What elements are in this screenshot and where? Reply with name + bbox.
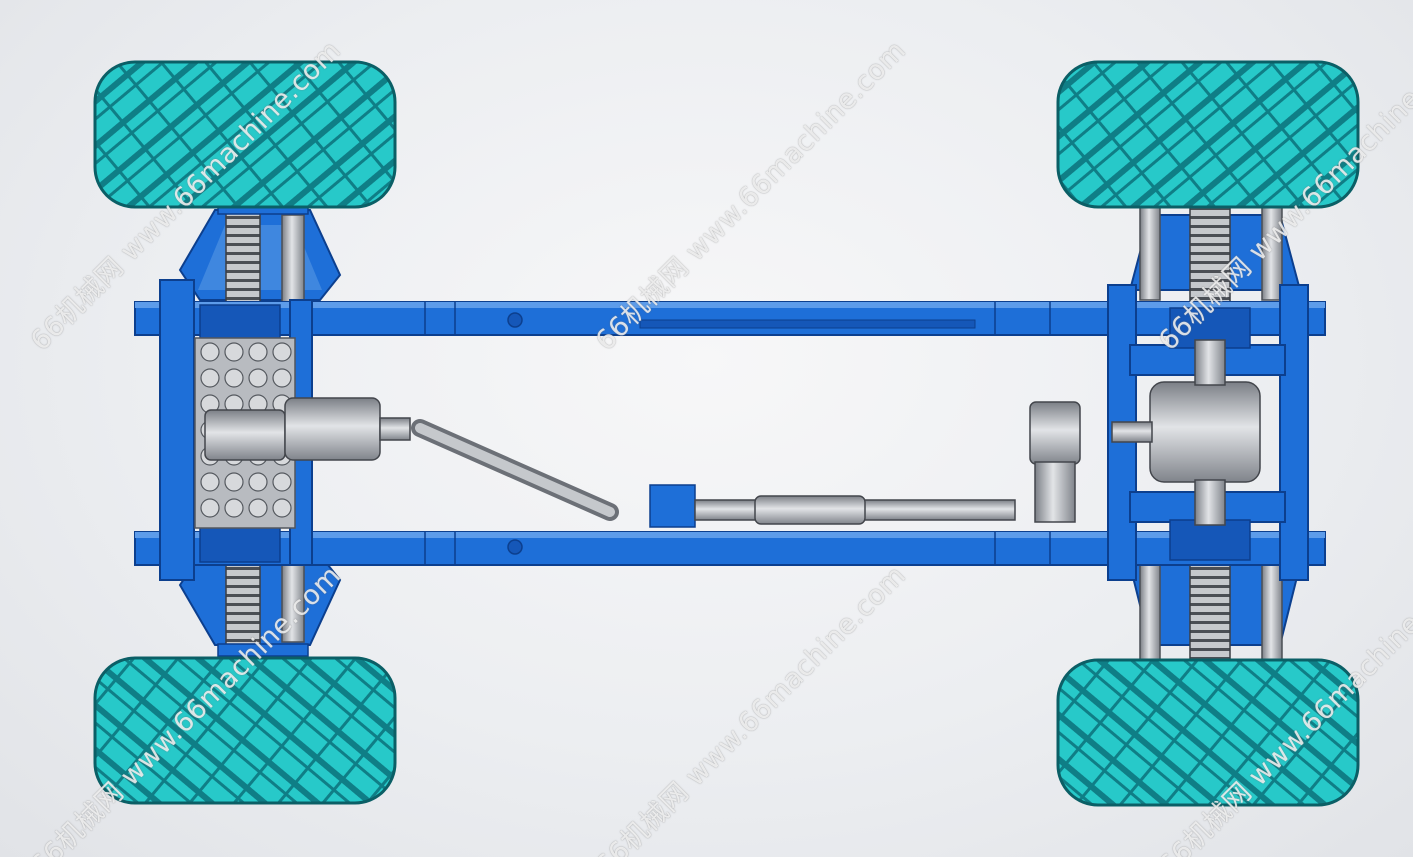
battery-cell (224, 342, 244, 362)
rear-left-tire (1056, 60, 1360, 209)
battery-cell (272, 498, 292, 518)
battery-cell (272, 368, 292, 388)
front-motor (204, 397, 411, 461)
rear-right-tire (1056, 658, 1360, 807)
front-left-tire (93, 60, 397, 209)
rear-left-suspension (1128, 204, 1302, 306)
battery-cell (248, 368, 268, 388)
front-right-tire (93, 656, 397, 805)
rear-differential (1029, 339, 1261, 526)
battery-cell (224, 498, 244, 518)
front-left-suspension (178, 201, 342, 312)
battery-cell (224, 368, 244, 388)
battery-cell (248, 472, 268, 492)
battery-cell (200, 498, 220, 518)
battery-cell (200, 472, 220, 492)
battery-cell (272, 342, 292, 362)
rear-right-suspension (1128, 554, 1302, 661)
battery-cell (200, 342, 220, 362)
drive-shaft (411, 419, 1016, 528)
battery-cell (248, 498, 268, 518)
battery-cell (272, 472, 292, 492)
battery-cell (200, 368, 220, 388)
battery-cell (248, 342, 268, 362)
battery-cell (224, 472, 244, 492)
